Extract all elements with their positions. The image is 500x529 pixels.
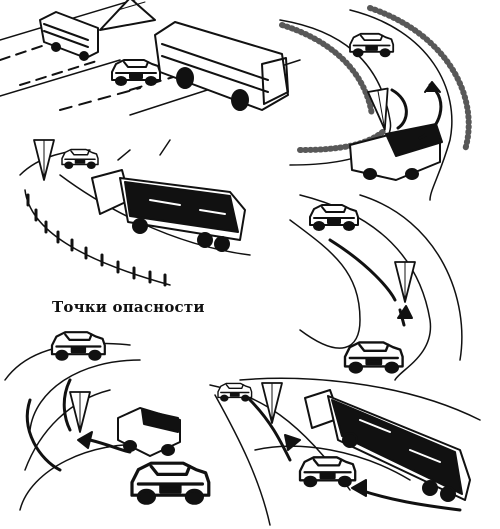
trailer-truck-icon: [91, 169, 246, 252]
scene-road-junction: [209, 377, 481, 526]
danger-arrow-icon: [394, 261, 416, 303]
car-icon: [349, 32, 395, 58]
scene-curve-oncoming: [279, 5, 472, 201]
danger-arrow-icon: [69, 391, 91, 433]
truck-icon: [349, 123, 443, 181]
trailer-truck-icon: [304, 389, 471, 502]
bus-icon: [39, 11, 99, 61]
car-icon: [217, 382, 253, 402]
scene-highway-overtake: [0, 0, 301, 116]
scene-curve-left: [4, 331, 211, 511]
car-icon: [61, 148, 99, 169]
scene-curve-truck: [19, 139, 251, 287]
scene-serpentine: [289, 194, 463, 381]
car-icon: [130, 461, 211, 505]
truck-icon: [117, 407, 181, 457]
illustration-caption: Точки опасности: [52, 298, 205, 316]
car-icon: [343, 341, 404, 374]
bus-icon: [154, 21, 289, 111]
danger-arrow-icon: [33, 139, 55, 181]
car-icon: [298, 456, 357, 488]
car-icon: [111, 59, 161, 86]
car-icon: [309, 204, 359, 231]
danger-arrow-icon: [99, 0, 156, 31]
car-icon: [50, 331, 106, 361]
